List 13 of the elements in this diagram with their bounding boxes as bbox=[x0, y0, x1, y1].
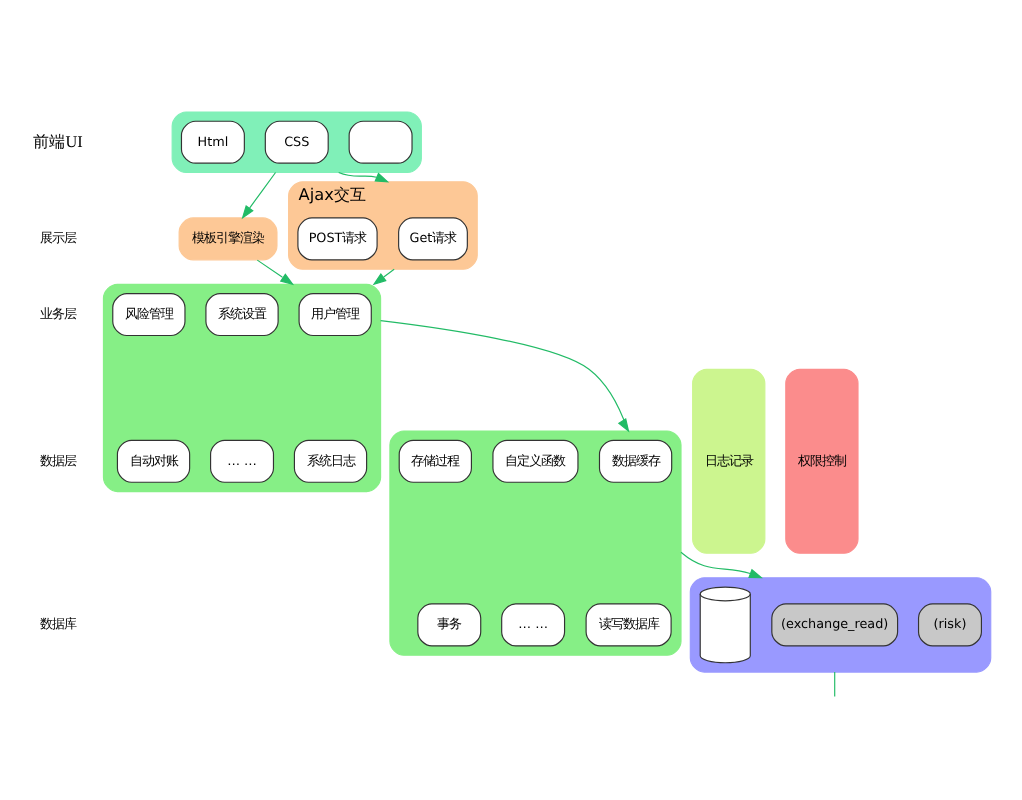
cluster bbox=[171, 111, 422, 174]
arrow bbox=[680, 551, 763, 579]
node-box bbox=[348, 120, 413, 164]
arrow bbox=[338, 171, 390, 183]
arrow bbox=[380, 320, 630, 433]
label: 前端UI bbox=[33, 132, 83, 151]
cluster bbox=[102, 283, 382, 493]
arrow bbox=[241, 171, 277, 220]
arrow bbox=[372, 268, 395, 286]
cluster bbox=[689, 577, 992, 673]
cluster bbox=[389, 430, 682, 656]
connector bbox=[834, 671, 836, 697]
arrow bbox=[256, 259, 295, 286]
